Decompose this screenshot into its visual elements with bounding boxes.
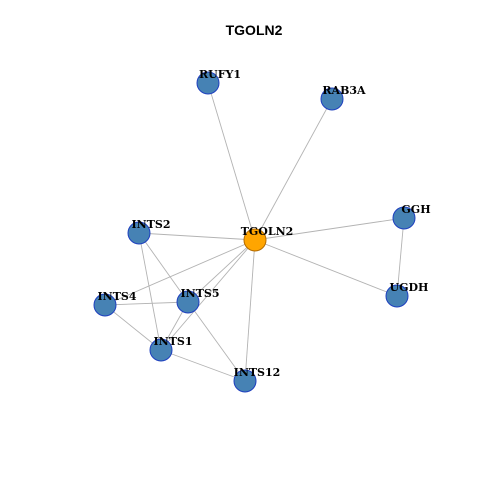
edge-tgoln2-ints4 <box>104 239 256 306</box>
node-ints4[interactable] <box>93 293 117 317</box>
node-tgoln2[interactable] <box>243 228 267 252</box>
node-label-ints2: INTS2 <box>132 218 171 231</box>
edge-ints4-ints5 <box>104 301 189 306</box>
node-ints5[interactable] <box>176 290 200 314</box>
edge-ints2-ints5 <box>138 232 189 303</box>
node-ggh[interactable] <box>392 206 416 230</box>
node-label-tgoln2: TGOLN2 <box>241 225 294 238</box>
node-label-rab3a: RAB3A <box>322 84 366 97</box>
node-label-ints1: INTS1 <box>154 335 193 348</box>
edge-ints5-ints12 <box>187 301 246 382</box>
edge-tgoln2-ugdh <box>254 239 398 297</box>
edge-tgoln2-ints5 <box>187 239 256 303</box>
node-label-ints5: INTS5 <box>181 287 220 300</box>
node-rufy1[interactable] <box>196 71 220 95</box>
edge-tgoln2-ints12 <box>244 239 256 382</box>
node-ints1[interactable] <box>149 338 173 362</box>
node-ints2[interactable] <box>127 221 151 245</box>
edge-tgoln2-rufy1 <box>207 82 256 241</box>
node-label-ugdh: UGDH <box>390 281 429 294</box>
edge-ggh-ugdh <box>396 217 405 297</box>
edge-ints4-ints1 <box>104 304 162 351</box>
nodes-layer <box>93 71 416 393</box>
node-ints12[interactable] <box>233 369 257 393</box>
edge-tgoln2-ints1 <box>160 239 256 351</box>
edge-ints2-ints1 <box>138 232 162 351</box>
node-label-ggh: GGH <box>401 203 430 216</box>
edge-ints1-ints12 <box>160 349 246 382</box>
node-rab3a[interactable] <box>320 87 344 111</box>
edge-tgoln2-rab3a <box>254 98 333 241</box>
graph-title: TGOLN2 <box>226 22 283 38</box>
node-label-ints4: INTS4 <box>98 290 137 303</box>
edge-tgoln2-ints2 <box>138 232 256 241</box>
edges-layer <box>104 82 405 382</box>
edge-tgoln2-ggh <box>254 217 405 241</box>
node-ugdh[interactable] <box>385 284 409 308</box>
node-label-ints12: INTS12 <box>234 366 281 379</box>
node-label-rufy1: RUFY1 <box>199 68 241 81</box>
